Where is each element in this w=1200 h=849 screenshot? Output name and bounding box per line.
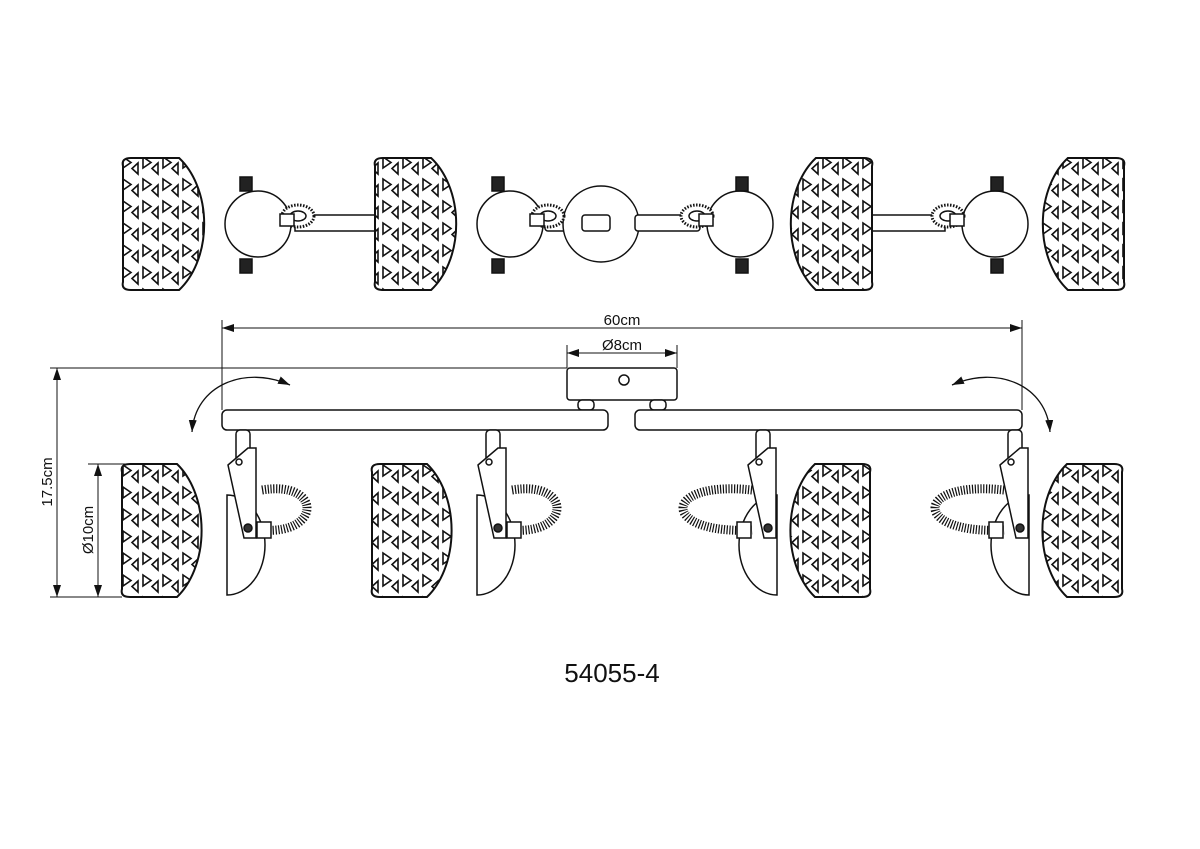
width-label: 60cm [604, 312, 641, 329]
rotation-arrow-right [951, 376, 1054, 433]
canopy-foot [649, 399, 667, 411]
model-number: 54055-4 [564, 658, 660, 688]
canopy-foot [577, 399, 595, 411]
lamp-shade [1041, 157, 1126, 291]
cable-clip [279, 213, 295, 227]
lamp-shade [1041, 463, 1124, 598]
pivot-hole [485, 458, 493, 466]
adjustment-knob [735, 258, 749, 274]
pivot-hole [1007, 458, 1015, 466]
cable-coil [678, 484, 753, 535]
lamp-shade [120, 463, 203, 598]
pivot-screw [1015, 523, 1025, 533]
pivot-screw [763, 523, 773, 533]
top-view [121, 157, 1126, 291]
shade-diameter-label: Ø10cm [80, 506, 97, 554]
cable-clip [256, 521, 272, 539]
adjustment-knob [239, 258, 253, 274]
cable-clip [949, 213, 965, 227]
mounting-bracket [999, 447, 1029, 539]
canopy-diameter-label: Ø8cm [602, 337, 642, 354]
lamp-shade [789, 463, 872, 598]
pivot-screw [243, 523, 253, 533]
rotation-arrow-left [188, 376, 291, 433]
pivot-screw [493, 523, 503, 533]
adjustment-knob [735, 176, 749, 192]
pivot-hole [235, 458, 243, 466]
adjustment-knob [491, 176, 505, 192]
cable-clip [698, 213, 714, 227]
dimension-lines [50, 320, 1054, 598]
mounting-bracket [747, 447, 777, 539]
adjustment-knob [990, 176, 1004, 192]
cable-clip [506, 521, 522, 539]
adjustment-knob [491, 258, 505, 274]
ball-joint [961, 190, 1029, 258]
arm-bar-end [581, 214, 611, 232]
canopy-screw [618, 374, 630, 386]
front-view [120, 367, 1124, 598]
adjustment-knob [239, 176, 253, 192]
lamp-shade [370, 463, 453, 598]
lamp-shade [789, 157, 874, 291]
lamp-shade [373, 157, 458, 291]
pivot-hole [755, 458, 763, 466]
bar-right [634, 409, 1023, 431]
height-label: 17.5cm [39, 457, 56, 506]
bar-left [221, 409, 609, 431]
ball-joint [706, 190, 774, 258]
mounting-bracket [227, 447, 257, 539]
cable-clip [736, 521, 752, 539]
mounting-bracket [477, 447, 507, 539]
cable-coil [930, 484, 1005, 535]
cable-clip [988, 521, 1004, 539]
lamp-shade [121, 157, 206, 291]
adjustment-knob [990, 258, 1004, 274]
cable-clip [529, 213, 545, 227]
